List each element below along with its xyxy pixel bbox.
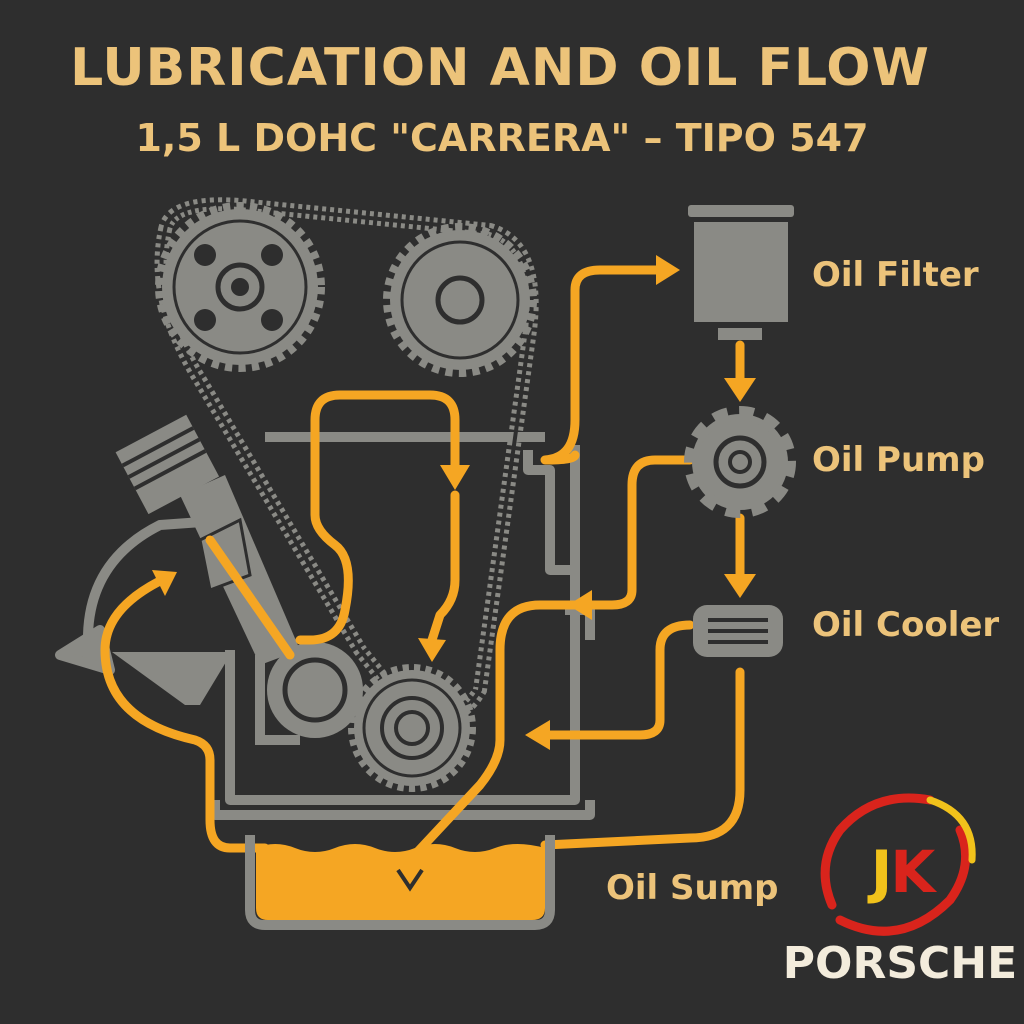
camshaft-gear-left bbox=[155, 202, 325, 372]
flow-left-loop bbox=[100, 577, 270, 853]
oil-cooler-label: Oil Cooler bbox=[812, 605, 1000, 645]
oil-sump-label: Oil Sump bbox=[606, 868, 779, 908]
arrow-to-filter bbox=[656, 255, 680, 285]
oil-pump-label: Oil Pump bbox=[812, 440, 985, 480]
arrow-head-drop bbox=[440, 465, 470, 490]
logo-letter-k: K bbox=[890, 838, 935, 906]
arrow-left-loop bbox=[152, 570, 177, 596]
arrow-to-crank bbox=[418, 638, 446, 662]
flow-gallery-to-sump bbox=[405, 600, 590, 865]
oil-pump-icon bbox=[684, 406, 796, 518]
flow-head-to-crank bbox=[427, 490, 460, 645]
brand-name: PORSCHE bbox=[782, 938, 1018, 989]
piston-connecting-rod bbox=[115, 414, 300, 665]
flow-cooler-to-sump bbox=[540, 667, 745, 850]
logo-letter-j: J bbox=[870, 838, 893, 906]
jk-logo-ring bbox=[820, 793, 976, 936]
jk-logo: JK bbox=[832, 838, 972, 906]
oil-cooler-icon bbox=[693, 605, 783, 657]
oil-flow-lines bbox=[100, 265, 745, 865]
flow-sump-to-filter bbox=[540, 265, 665, 465]
flow-head-loop bbox=[295, 390, 460, 645]
arrow-cooler-return bbox=[525, 720, 550, 750]
flow-to-piston bbox=[205, 535, 295, 660]
oil-flow-arrows bbox=[152, 255, 756, 750]
flow-cooler-return bbox=[540, 620, 695, 740]
arrow-to-gallery bbox=[568, 590, 592, 620]
camshaft-gear-right bbox=[383, 223, 537, 377]
arrow-to-pump bbox=[724, 378, 756, 402]
flow-pump-to-gallery bbox=[580, 455, 695, 610]
oil-sump bbox=[245, 835, 555, 930]
oil-filter-icon bbox=[688, 205, 794, 340]
page-subtitle: 1,5 L DOHC "CARRERA" – TIPO 547 bbox=[135, 116, 869, 160]
arrow-to-cooler bbox=[724, 574, 756, 598]
page-title: LUBRICATION AND OIL FLOW bbox=[70, 38, 930, 98]
oil-filter-label: Oil Filter bbox=[812, 255, 979, 295]
oil-funnel bbox=[112, 652, 232, 705]
main-pulley bbox=[348, 664, 476, 792]
crankshaft-pulley bbox=[255, 642, 363, 745]
